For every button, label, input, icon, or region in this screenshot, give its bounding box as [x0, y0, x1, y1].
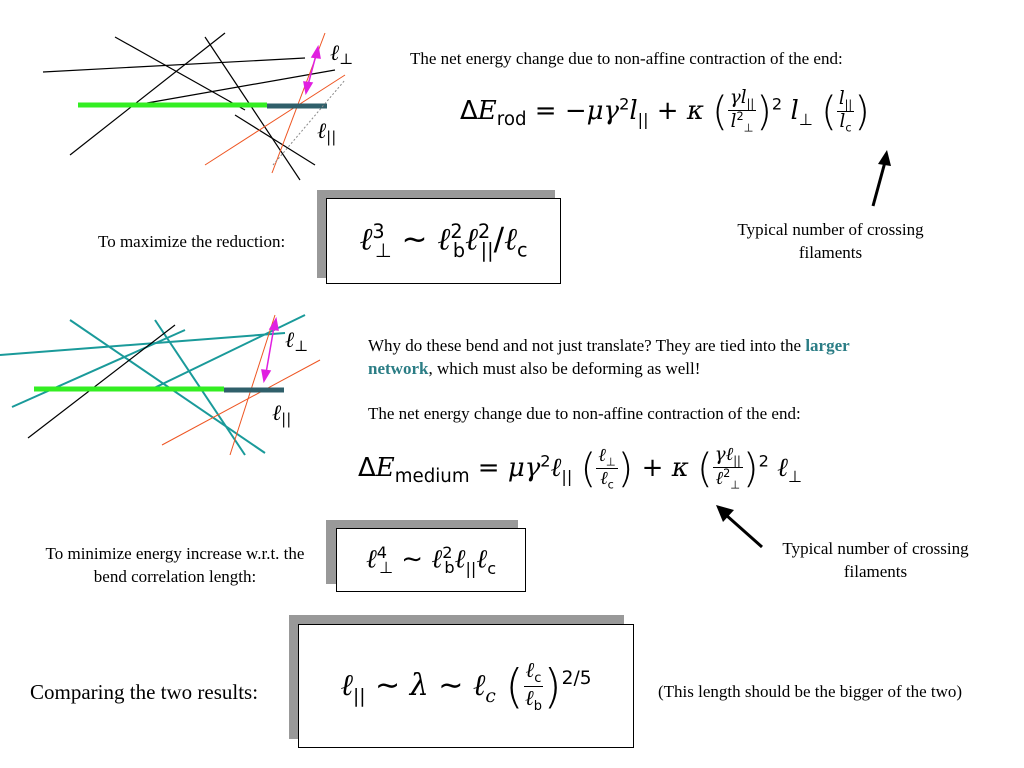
minimize-result-box: ℓ4⊥ ∼ ℓ2bℓ||ℓc [336, 528, 526, 592]
larger-network-highlight: larger network [368, 336, 850, 378]
teal-filaments [0, 314, 306, 456]
black-filaments [27, 324, 176, 439]
question-text: Why do these bend and not just translate… [368, 334, 898, 380]
bottom-note: (This length should be the bigger of the… [658, 682, 963, 701]
maximize-label: To maximize the reduction: [98, 232, 286, 251]
black-filaments [42, 32, 336, 181]
delta-e-medium-equation: ΔEmedium = μγ2ℓ|| (ℓ⊥ℓc) + κ (γℓ||ℓ2⊥)2 … [358, 444, 802, 493]
top-heading: The net energy change due to non-affine … [410, 49, 843, 68]
ell-par-label: ℓ|| [317, 119, 336, 146]
middle-heading: The net energy change due to non-affine … [368, 404, 801, 423]
delta-e-rod-equation: ΔErod = −μγ2l|| + κ (γl||l2⊥)2 l⊥ (l||lc… [460, 87, 870, 136]
ell-perp-label: ℓ⊥ [330, 41, 353, 68]
rod-network-diagram: ℓ⊥ ℓ|| [42, 32, 353, 181]
question-part1: Why do these bend and not just translate… [368, 336, 806, 355]
medium-network-diagram: ℓ⊥ ℓ|| [0, 314, 321, 456]
top-crossing-note: Typical number of crossing filaments [737, 220, 924, 262]
magenta-double-arrow [303, 44, 321, 96]
minimize-label: To minimize energy increase w.r.t. the b… [45, 544, 305, 586]
ell-perp-label: ℓ⊥ [285, 328, 308, 355]
top-pointer-arrow [871, 150, 891, 207]
middle-pointer-arrow [716, 505, 763, 549]
ell-par-label: ℓ|| [272, 401, 291, 428]
middle-crossing-note: Typical number of crossing filaments [782, 539, 969, 581]
compare-label: Comparing the two results: [30, 680, 259, 704]
question-part2: , which must also be deforming as well! [428, 359, 701, 378]
maximize-result-box: ℓ3⊥ ∼ ℓ2bℓ2||/ℓc [326, 198, 561, 284]
magenta-double-arrow [261, 316, 279, 384]
orange-filaments [161, 314, 321, 456]
dotted-guide [272, 79, 346, 166]
